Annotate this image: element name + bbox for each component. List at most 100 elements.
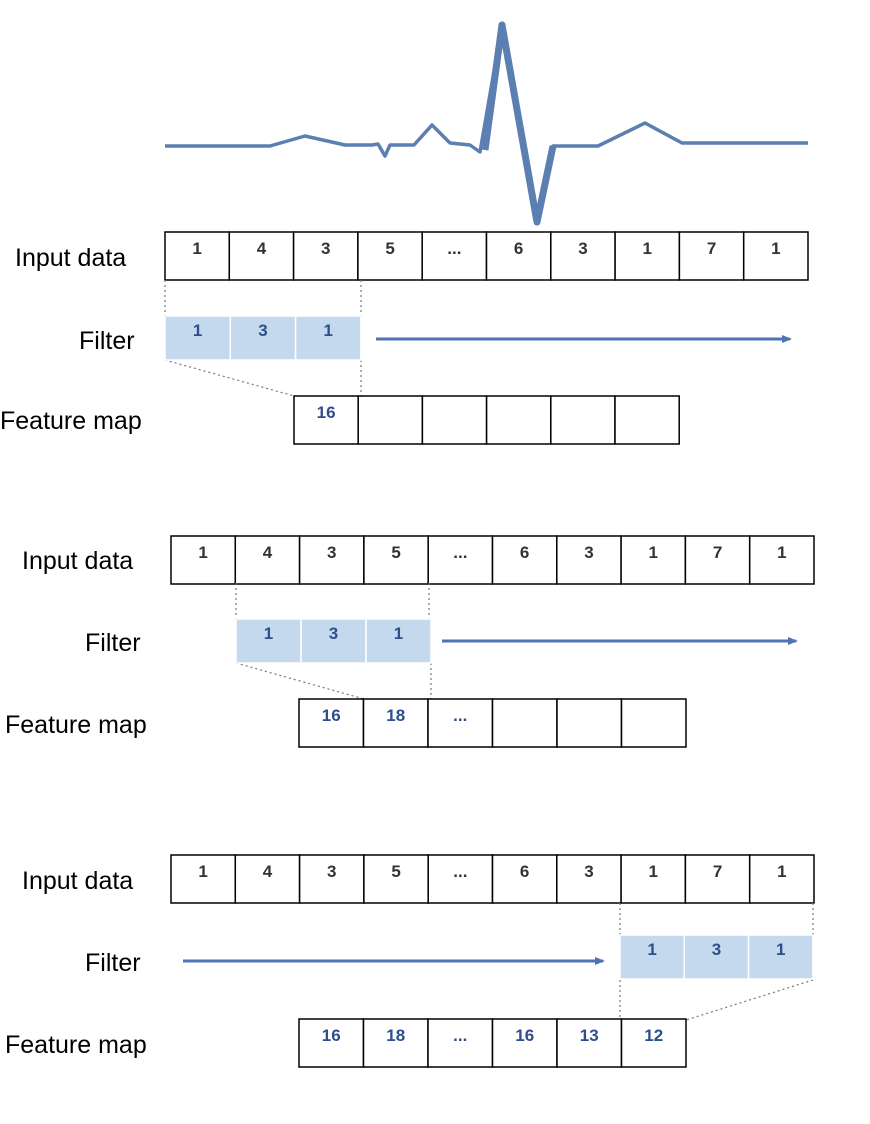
feature-map-cell: 13 [556,1018,623,1068]
input-cell-box [620,535,687,585]
feature-map-cell-value: 16 [317,403,336,422]
feature-map-cell-box [421,395,488,445]
feature-map-cell [556,698,623,748]
filter-cell: 1 [235,618,302,664]
input-cell: 5 [363,854,429,904]
filter-cell: 1 [164,315,232,361]
feature-map-cell: 16 [298,698,365,748]
input-cell-value: ... [453,862,467,881]
input-cell-value: 1 [198,862,207,881]
input-cell-value: 6 [514,239,523,258]
feature-map-cell: ... [427,698,494,748]
input-cell: 1 [748,535,815,585]
feature-map-cell-box [485,395,552,445]
input-cell-box [748,535,815,585]
input-cell: 4 [228,231,295,281]
filter-label: Filter [85,949,141,977]
feature-map-row: 16 18... 16 13 12 [298,1018,687,1068]
input-cell-box [228,231,295,281]
filter-cell-box [235,618,302,664]
input-cell: 7 [684,854,751,904]
filter-guide-lines [235,583,432,700]
feature-map-cell [357,395,424,445]
filter-cell: 3 [683,934,750,980]
feature-map-cell [421,395,488,445]
feature-map-cell-value: 16 [322,706,341,725]
input-cell-value: 1 [777,543,786,562]
filter-cell: 1 [619,934,686,980]
input-cell-box [363,854,429,904]
feature-map-cell [550,395,616,445]
feature-map-cell-value: 13 [580,1026,599,1045]
input-cell-box [427,854,494,904]
feature-map-cell-value: 16 [322,1026,341,1045]
input-cell: 1 [748,854,815,904]
input-cell: 6 [491,535,558,585]
feature-map-row: 16 18... [298,698,687,748]
input-cell-box [234,535,301,585]
input-cell: 6 [485,231,552,281]
filter-guide-lines [164,280,362,397]
input-cell-value: 1 [649,543,658,562]
feature-map-cell-box [614,395,680,445]
input-cell-value: 4 [263,862,273,881]
input-cell: 1 [170,535,237,585]
filter-cell-value: 1 [324,321,333,340]
filter-cell-value: 1 [647,940,656,959]
filter-cell: 3 [229,315,297,361]
input-cell-box [678,231,745,281]
input-cell: 3 [298,535,365,585]
input-cell-value: 3 [327,543,336,562]
feature-map-cell-value: 18 [386,1026,405,1045]
input-cell: 3 [298,854,365,904]
input-cell-value: ... [447,239,461,258]
input-cell-value: ... [453,543,467,562]
feature-map-cell-value: 18 [386,706,405,725]
feature-map-cell-box [620,1018,687,1068]
filter-cell-box [229,315,297,361]
feature-map-cell [485,395,552,445]
filter-cell-value: 3 [258,321,267,340]
input-cell: 3 [292,231,359,281]
feature-map-cell-box [357,395,424,445]
feature-map-cell: 16 [293,395,359,445]
filter-cell-box [294,315,362,361]
feature-map-cell-box [550,395,616,445]
input-cell-value: 3 [578,239,587,258]
filter-cell-value: 1 [264,624,273,643]
input-cell: 7 [678,231,745,281]
input-cell-value: 7 [707,239,716,258]
feature-map-cell-box [427,1018,494,1068]
filter-cell-value: 3 [712,940,721,959]
feature-map-cell: ... [427,1018,494,1068]
input-cell: 1 [170,854,237,904]
input-cell-value: 3 [327,862,336,881]
input-cell: 5 [363,535,429,585]
feature-map-label: Feature map [0,407,142,435]
filter-cell: 1 [365,618,432,664]
feature-map-row: 16 [293,395,680,445]
filter-cell-box [683,934,750,980]
input-cell: 6 [491,854,558,904]
input-cell-box [748,854,815,904]
ecg-waveform-icon [165,23,808,224]
input-cell-box [684,535,751,585]
input-cell: ... [421,231,488,281]
input-cell: 1 [614,231,681,281]
filter-guide-lines [619,903,814,1021]
input-cell-value: 5 [385,239,394,258]
input-cell-box [491,854,558,904]
filter-cell-value: 1 [193,321,202,340]
feature-map-cell-value: 16 [515,1026,534,1045]
input-cell-value: 5 [391,543,400,562]
feature-map-cell: 12 [620,1018,687,1068]
input-cell-value: 3 [321,239,330,258]
input-cell-box [620,854,687,904]
